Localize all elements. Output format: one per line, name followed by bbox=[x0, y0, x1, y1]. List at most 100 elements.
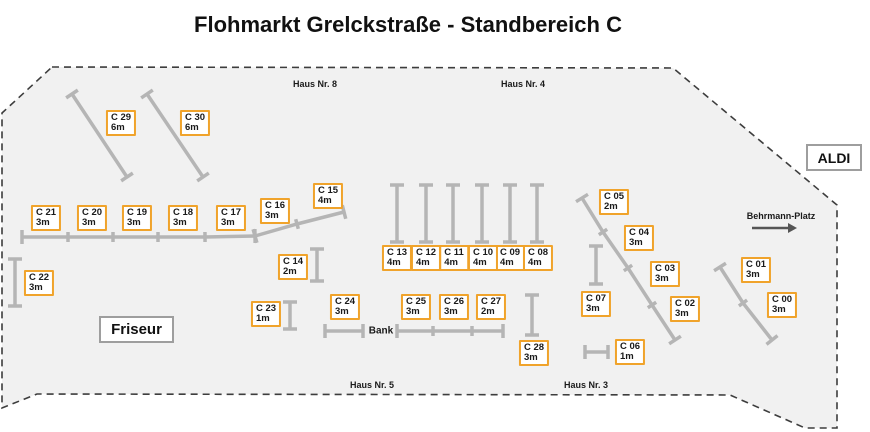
stand-id: C 10 bbox=[472, 247, 494, 258]
stand-line-row-c21-c17 bbox=[22, 234, 256, 239]
stand-id: C 25 bbox=[405, 296, 427, 307]
house-label: Haus Nr. 5 bbox=[349, 380, 395, 390]
stand-line-tick bbox=[140, 88, 154, 100]
stand-size: 3m bbox=[443, 306, 458, 317]
stand-line-tick bbox=[294, 218, 300, 230]
stand-line-tick bbox=[597, 227, 609, 237]
stand-id: C 18 bbox=[172, 207, 194, 218]
behrmann-platz-label: Behrmann-Platz bbox=[746, 211, 816, 221]
stand-size: 4m bbox=[386, 257, 401, 268]
stand-size: 3m bbox=[628, 237, 643, 248]
stand-id: C 17 bbox=[220, 207, 242, 218]
stand-id: C 11 bbox=[444, 247, 464, 258]
stand-line-tick bbox=[575, 192, 589, 204]
stand-id: C 00 bbox=[771, 294, 793, 305]
stand-size: 3m bbox=[523, 352, 538, 363]
stand-id: C 21 bbox=[35, 207, 57, 218]
stand-line-tick bbox=[622, 263, 634, 273]
stand-id: C 16 bbox=[264, 200, 286, 211]
stand-id: C 28 bbox=[523, 342, 545, 353]
stand-size: 4m bbox=[499, 257, 514, 268]
stand-size: 6m bbox=[184, 122, 199, 133]
stand-size: 2m bbox=[603, 201, 618, 212]
stand-size: 3m bbox=[28, 282, 43, 293]
stand-id: C 01 bbox=[745, 259, 767, 270]
bank-label: Bank bbox=[368, 325, 394, 337]
stand-size: 4m bbox=[415, 257, 430, 268]
stand-size: 3m bbox=[220, 217, 235, 228]
stand-line-tick bbox=[646, 300, 658, 310]
stand-size: 3m bbox=[334, 306, 349, 317]
stand-size: 3m bbox=[674, 308, 689, 319]
stand-line-c30 bbox=[145, 93, 205, 178]
stand-size: 4m bbox=[527, 257, 542, 268]
stand-id: C 12 bbox=[415, 247, 437, 258]
stand-size: 3m bbox=[126, 217, 141, 228]
stand-size: 2m bbox=[282, 266, 297, 277]
stand-id: C 09 bbox=[499, 247, 521, 258]
stand-size: 3m bbox=[35, 217, 50, 228]
stand-line-tick bbox=[765, 334, 779, 346]
stand-id: C 08 bbox=[527, 247, 549, 258]
stand-id: C 15 bbox=[317, 185, 339, 196]
stand-line-tick bbox=[65, 88, 79, 100]
stand-size: 3m bbox=[172, 217, 187, 228]
stand-line-tick bbox=[196, 171, 210, 183]
stand-id: C 29 bbox=[110, 112, 132, 123]
stand-id: C 20 bbox=[81, 207, 103, 218]
stand-id: C 13 bbox=[386, 247, 408, 258]
stand-size: 3m bbox=[81, 217, 96, 228]
stand-line-tick bbox=[713, 261, 727, 273]
stand-size: 4m bbox=[472, 257, 487, 268]
stand-size: 3m bbox=[585, 303, 600, 314]
stand-id: C 26 bbox=[443, 296, 465, 307]
stand-size: 3m bbox=[745, 269, 760, 280]
stand-size: 3m bbox=[654, 273, 669, 284]
stand-id: C 14 bbox=[282, 256, 304, 267]
stand-size: 6m bbox=[110, 122, 125, 133]
stand-id: C 02 bbox=[674, 298, 696, 309]
building-aldi: ALDI bbox=[806, 144, 862, 171]
house-label: Haus Nr. 8 bbox=[292, 79, 338, 89]
stand-line-tick bbox=[668, 334, 682, 346]
building-friseur: Friseur bbox=[99, 316, 174, 343]
stand-size: 3m bbox=[264, 210, 279, 221]
stand-id: C 27 bbox=[480, 296, 502, 307]
stand-id: C 05 bbox=[603, 191, 625, 202]
stand-line-tick bbox=[251, 228, 259, 244]
stand-id: C 30 bbox=[184, 112, 206, 123]
stand-size: 4m bbox=[317, 195, 332, 206]
house-label: Haus Nr. 3 bbox=[563, 380, 609, 390]
stand-id: C 23 bbox=[255, 303, 277, 314]
stand-line-c29 bbox=[70, 93, 129, 178]
stand-line-tick bbox=[737, 298, 749, 308]
stand-id: C 07 bbox=[585, 293, 607, 304]
